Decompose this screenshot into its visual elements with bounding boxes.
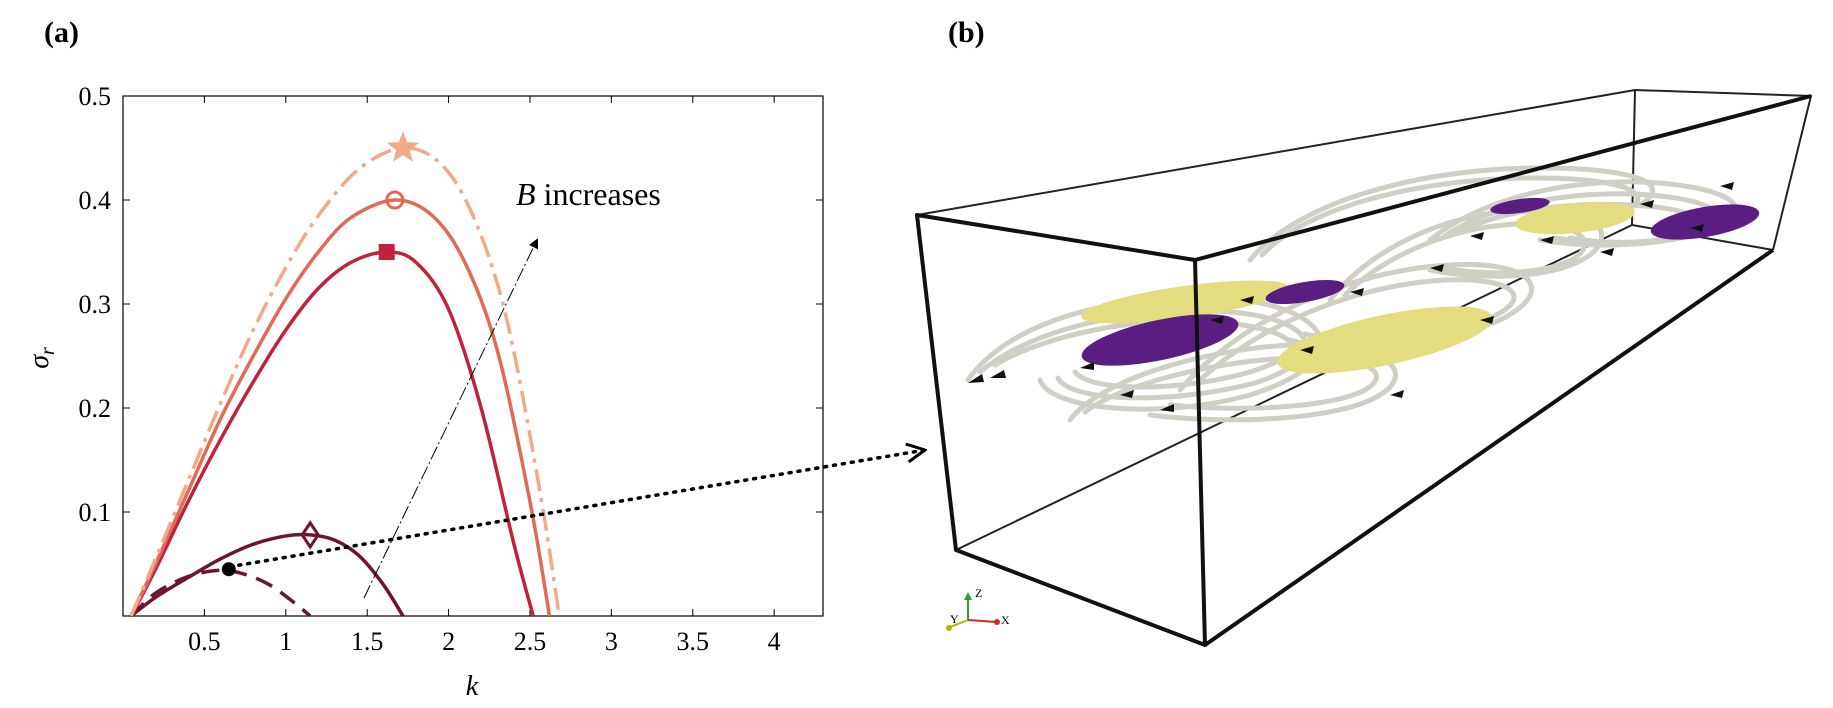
intersection-point — [221, 562, 236, 577]
isosurface-positive — [1277, 306, 1493, 374]
axis-ticks: 0.5 1 1.5 2 2.5 3 3.5 4 0.1 0.2 0.3 0.4 0.5 — [79, 82, 823, 656]
x-tick-label: 0.5 — [188, 627, 221, 656]
velocity-arrows — [968, 182, 1734, 412]
series-line — [129, 198, 552, 616]
x-tick-label: 1 — [279, 627, 292, 656]
axis-label-y: Y — [950, 612, 959, 626]
isosurface-negative — [1265, 279, 1345, 305]
x-tick-label: 2.5 — [514, 627, 547, 656]
increase-arrow — [363, 238, 539, 599]
annotation-label: increases — [536, 176, 661, 212]
annotation-text: B increases — [516, 176, 661, 212]
plot-frame — [122, 95, 824, 617]
axis-label-x: X — [1001, 613, 1010, 627]
isosurface-positive — [1080, 280, 1290, 324]
orientation-axes: Z Y X — [946, 586, 1010, 631]
series-line — [129, 568, 312, 616]
peak-marker-star — [386, 131, 420, 162]
x-tick-label: 1.5 — [351, 627, 384, 656]
isosurface-negative — [1650, 204, 1760, 240]
y-tick-label: 0.1 — [79, 498, 112, 527]
panel-b-label: (b) — [948, 16, 985, 49]
y-tick-label: 0.5 — [79, 82, 112, 111]
y-tick-label: 0.2 — [79, 394, 112, 423]
panel-a-label: (a) — [44, 16, 79, 49]
y-axis-label: σr — [24, 347, 59, 369]
series-line — [130, 532, 405, 616]
box-front-edges — [915, 94, 1812, 647]
axis-label-z: Z — [975, 586, 982, 600]
y-axis-label-subscript: r — [37, 347, 59, 355]
x-tick-label: 3.5 — [677, 627, 710, 656]
series-line — [129, 250, 535, 616]
y-axis-label-symbol: σ — [24, 354, 55, 369]
peak-marker-diamond — [300, 520, 321, 550]
x-tick-label: 4 — [768, 627, 781, 656]
marker-layer — [221, 131, 420, 577]
y-tick-label: 0.3 — [79, 290, 112, 319]
connector-arrow — [237, 450, 925, 567]
isosurface-negative — [1081, 314, 1239, 366]
y-tick-label: 0.4 — [79, 186, 112, 215]
peak-marker-circle — [385, 190, 405, 210]
svg-text:σr: σr — [24, 347, 59, 369]
annotation-math: B — [516, 176, 536, 212]
isosurface-negative — [1490, 197, 1550, 215]
x-tick-label: 3 — [605, 627, 618, 656]
panel-b-visualization: Z Y X — [915, 88, 1813, 647]
x-axis-label: k — [466, 671, 479, 702]
x-tick-label: 2 — [442, 627, 455, 656]
peak-marker-square — [378, 244, 395, 260]
isosurface-positive — [1515, 201, 1635, 235]
series-line — [129, 146, 562, 616]
